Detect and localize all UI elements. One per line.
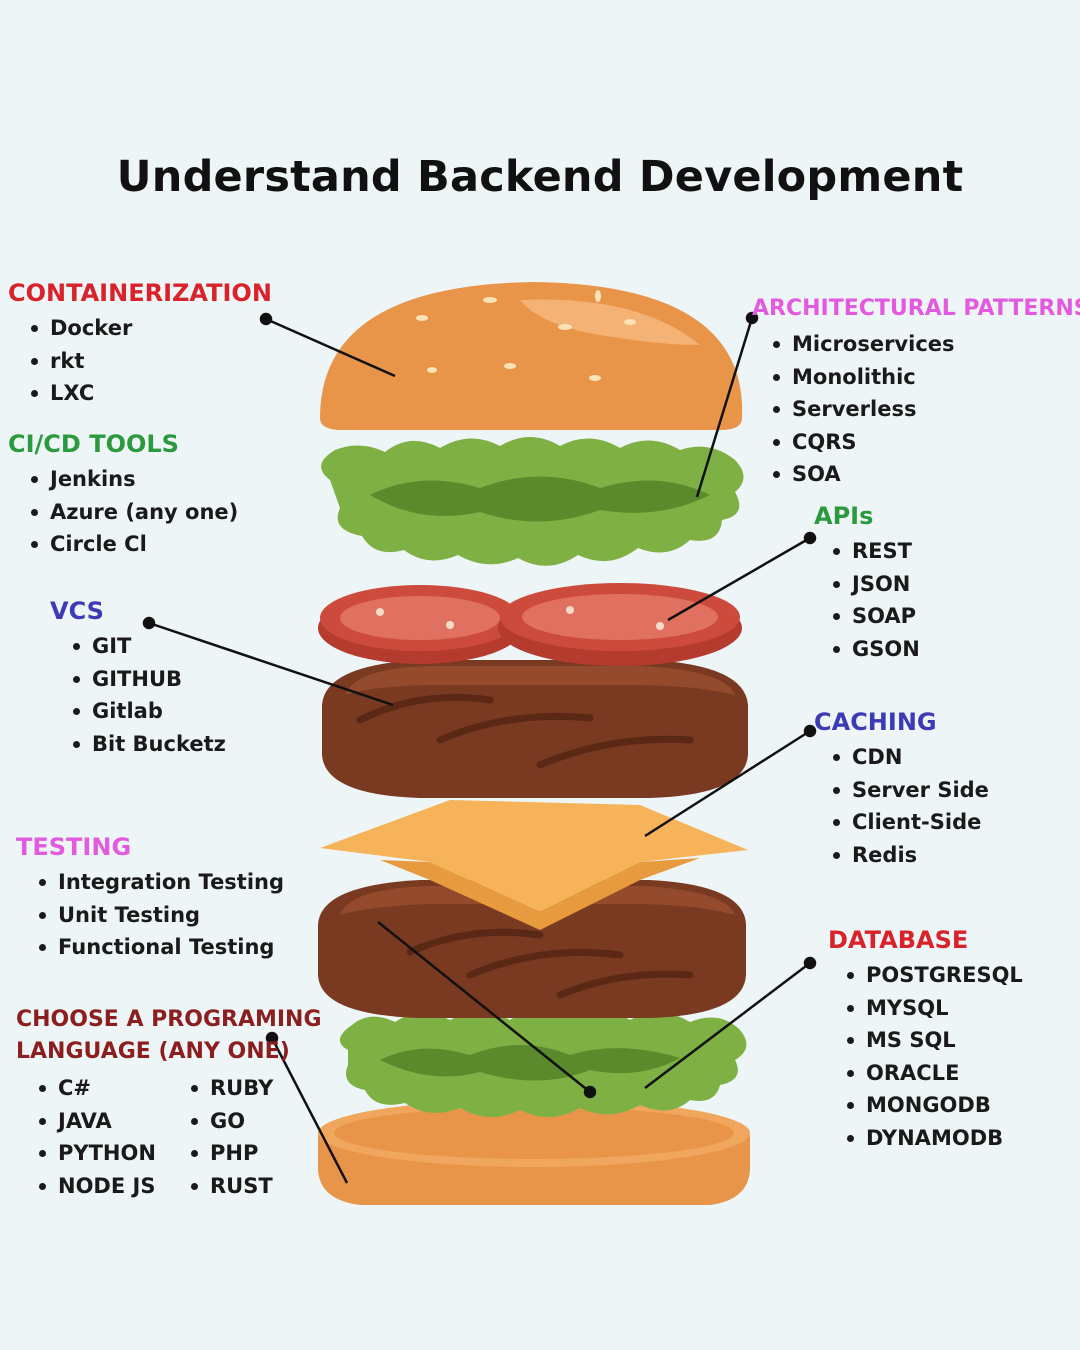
list-item: rkt [28,345,272,378]
list-item: Docker [28,312,272,345]
list-item: PHP [188,1137,340,1170]
item-list: Docker rkt LXC [28,312,272,410]
list-item: GSON [830,633,920,666]
list-item: PYTHON [36,1137,188,1170]
list-item: CQRS [770,426,1080,459]
item-list-col2: RUBY GO PHP RUST [188,1072,340,1202]
section-containerization: CONTAINERIZATION Docker rkt LXC [8,278,272,410]
list-item: Bit Bucketz [70,728,226,761]
top-lettuce [321,437,744,566]
item-list: Integration Testing Unit Testing Functio… [36,866,284,964]
section-heading-line1: CHOOSE A PROGRAMING [16,1007,322,1032]
list-item: Unit Testing [36,899,284,932]
section-heading: VCS [50,597,104,625]
item-list: GIT GITHUB Gitlab Bit Bucketz [70,630,226,760]
section-caching: CACHING CDN Server Side Client-Side Redi… [814,707,989,871]
item-list-col1: C# JAVA PYTHON NODE JS [36,1072,188,1202]
section-heading: TESTING [16,833,132,861]
list-item: Client-Side [830,806,989,839]
list-item: C# [36,1072,188,1105]
list-item: LXC [28,377,272,410]
section-heading: CONTAINERIZATION [8,279,272,307]
top-bun [320,282,743,430]
list-item: ORACLE [844,1057,1023,1090]
page-title: Understand Backend Development [116,152,964,202]
section-heading: CACHING [814,708,937,736]
list-item: Monolithic [770,361,1080,394]
list-item: SOA [770,458,1080,491]
item-list: Microservices Monolithic Serverless CQRS… [770,328,1080,491]
list-item: Functional Testing [36,931,284,964]
list-item: Integration Testing [36,866,284,899]
list-item: Serverless [770,393,1080,426]
cheese-slice [320,800,748,930]
section-heading-line2: LANGUAGE (ANY ONE) [16,1039,290,1064]
section-testing: TESTING Integration Testing Unit Testing… [16,832,284,964]
list-item: GO [188,1105,340,1138]
section-architecture: ARCHITECTURAL PATTERNS Microservices Mon… [752,294,1080,491]
language-columns: C# JAVA PYTHON NODE JS RUBY GO PHP RUST [36,1068,340,1202]
list-item: Circle Cl [28,528,238,561]
list-item: REST [830,535,920,568]
list-item: DYNAMODB [844,1122,1023,1155]
section-apis: APIs REST JSON SOAP GSON [814,501,920,665]
section-heading: ARCHITECTURAL PATTERNS [752,296,1080,321]
tomato-slices [318,583,742,666]
list-item: CDN [830,741,989,774]
list-item: GITHUB [70,663,226,696]
list-item: RUST [188,1170,340,1203]
section-heading: APIs [814,502,874,530]
section-heading: CI/CD TOOLS [8,430,179,458]
item-list: REST JSON SOAP GSON [830,535,920,665]
list-item: POSTGRESQL [844,959,1023,992]
list-item: SOAP [830,600,920,633]
section-language: CHOOSE A PROGRAMING LANGUAGE (ANY ONE) C… [16,1004,340,1202]
list-item: Server Side [830,774,989,807]
list-item: Redis [830,839,989,872]
list-item: Gitlab [70,695,226,728]
section-database: DATABASE POSTGRESQL MYSQL MS SQL ORACLE … [828,925,1023,1154]
list-item: JAVA [36,1105,188,1138]
pointer-lines [142,311,817,1184]
item-list: POSTGRESQL MYSQL MS SQL ORACLE MONGODB D… [844,959,1023,1154]
section-heading: DATABASE [828,926,969,954]
section-vcs: VCS GIT GITHUB Gitlab Bit Bucketz [50,596,226,760]
list-item: GIT [70,630,226,663]
list-item: Azure (any one) [28,496,238,529]
item-list: CDN Server Side Client-Side Redis [830,741,989,871]
list-item: NODE JS [36,1170,188,1203]
list-item: Microservices [770,328,1080,361]
list-item: RUBY [188,1072,340,1105]
bottom-bun [318,1099,750,1205]
bottom-lettuce [339,1009,747,1118]
top-patty [322,660,748,798]
list-item: MS SQL [844,1024,1023,1057]
list-item: JSON [830,568,920,601]
item-list: Jenkins Azure (any one) Circle Cl [28,463,238,561]
list-item: MYSQL [844,992,1023,1025]
list-item: MONGODB [844,1089,1023,1122]
section-cicd: CI/CD TOOLS Jenkins Azure (any one) Circ… [8,429,238,561]
list-item: Jenkins [28,463,238,496]
